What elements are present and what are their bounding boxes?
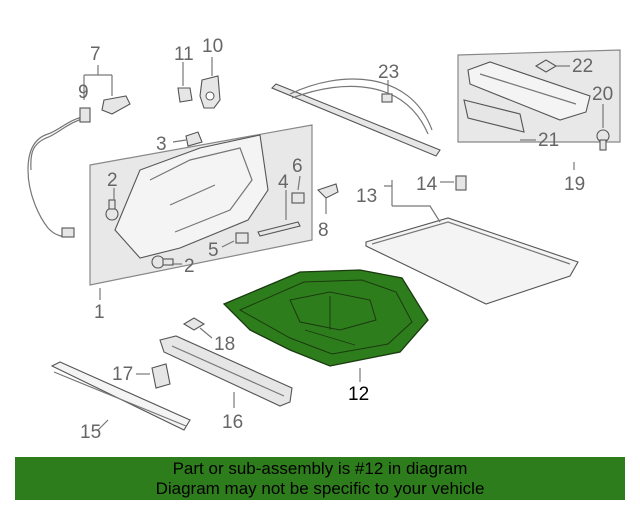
part-7-clip[interactable] (101, 95, 131, 115)
part-8-clip[interactable] (316, 183, 339, 199)
part-3-clip[interactable] (185, 131, 203, 147)
part-17-bracket[interactable] (151, 363, 171, 389)
part-13-floor-board[interactable] (365, 217, 579, 305)
part-14-clip[interactable] (455, 175, 467, 191)
callout-13: 13 (356, 186, 377, 207)
part-19-sill-plate[interactable] (467, 61, 591, 121)
callout-23: 23 (378, 62, 399, 83)
callout-17: 17 (112, 364, 133, 385)
part-11-clip[interactable] (177, 87, 193, 103)
callout-10: 10 (202, 36, 223, 57)
part-15-trim-strip[interactable] (50, 361, 191, 431)
callout-7: 7 (90, 44, 101, 65)
callout-4: 4 (278, 172, 289, 193)
part-10-bracket[interactable] (199, 75, 221, 109)
part-6-clip[interactable] (291, 192, 305, 204)
part-23-tonneau-cover[interactable] (271, 78, 441, 157)
part-1-trim-panel[interactable] (114, 134, 269, 259)
callout-12: 12 (348, 384, 369, 405)
callout-8: 8 (318, 220, 329, 241)
banner-line-disclaimer: Diagram may not be specific to your vehi… (155, 479, 485, 498)
part-2-screw-lower[interactable] (151, 255, 174, 269)
part-18-pad[interactable] (182, 317, 206, 331)
callout-14: 14 (416, 174, 438, 195)
callout-16: 16 (222, 412, 243, 433)
callout-22: 22 (572, 56, 593, 77)
callout-20: 20 (592, 84, 613, 105)
callout-15: 15 (80, 422, 101, 443)
callout-19: 19 (564, 174, 585, 195)
part-12-trunk-mat[interactable] (222, 269, 429, 367)
part-20-clip[interactable] (596, 129, 610, 151)
part-4-strip[interactable] (257, 221, 301, 237)
callout-5: 5 (208, 240, 219, 261)
part-9-wire-harness[interactable] (27, 107, 91, 238)
part-info-banner: Part or sub-assembly is #12 in diagram D… (15, 457, 625, 500)
callout-9: 9 (78, 82, 89, 103)
callout-21: 21 (538, 130, 559, 151)
part-2-screw-upper[interactable] (105, 199, 119, 221)
part-16-rear-panel[interactable] (159, 335, 293, 407)
banner-line-part: Part or sub-assembly is #12 in diagram (172, 459, 468, 478)
callout-2-upper: 2 (107, 170, 118, 191)
callout-11: 11 (174, 44, 194, 65)
callout-2-lower: 2 (184, 256, 195, 277)
parts-diagram: 7 9 11 10 23 22 20 21 19 3 2 6 4 14 13 8… (27, 36, 621, 443)
callout-3: 3 (156, 134, 167, 155)
callout-1: 1 (94, 302, 105, 323)
callout-18: 18 (214, 334, 235, 355)
callout-6: 6 (292, 156, 303, 177)
part-21-lower-trim[interactable] (463, 99, 525, 133)
part-5-clip[interactable] (235, 232, 249, 244)
